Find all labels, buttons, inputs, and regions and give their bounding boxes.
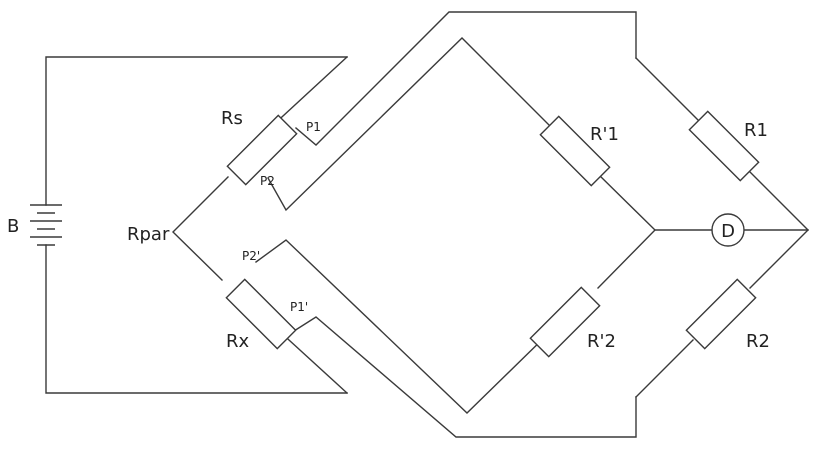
battery-label: B bbox=[7, 216, 19, 237]
r1-label: R1 bbox=[744, 120, 768, 141]
detector-circle bbox=[711, 213, 745, 247]
p1-prime-label: P1' bbox=[290, 300, 308, 314]
resistor-rx bbox=[225, 278, 297, 350]
r-prime-2-label: R'2 bbox=[587, 331, 616, 352]
battery-loop-wire bbox=[45, 56, 348, 394]
p2-label: P2 bbox=[260, 174, 275, 188]
battery-symbol bbox=[30, 204, 62, 246]
resistor-rs bbox=[226, 114, 298, 186]
detector-label: D bbox=[721, 221, 735, 242]
rpar-label: Rpar bbox=[127, 224, 170, 245]
r-prime-1-label: R'1 bbox=[590, 124, 619, 145]
upper-left-leads bbox=[267, 11, 637, 212]
rx-label: Rx bbox=[226, 331, 250, 352]
resistor-r2 bbox=[685, 278, 757, 350]
resistor-r1 bbox=[688, 110, 760, 182]
p1-label: P1 bbox=[306, 120, 321, 134]
resistor-r-prime-2 bbox=[529, 286, 601, 358]
resistor-r-prime-1 bbox=[539, 115, 611, 187]
rpar-junction-wires bbox=[172, 176, 229, 281]
lower-left-leads bbox=[255, 239, 637, 438]
rs-label: Rs bbox=[221, 108, 243, 129]
inner-diamond-wires bbox=[597, 173, 712, 289]
r2-label: R2 bbox=[746, 331, 770, 352]
outer-diamond-wires bbox=[635, 57, 809, 398]
p2-prime-label: P2' bbox=[242, 249, 260, 263]
